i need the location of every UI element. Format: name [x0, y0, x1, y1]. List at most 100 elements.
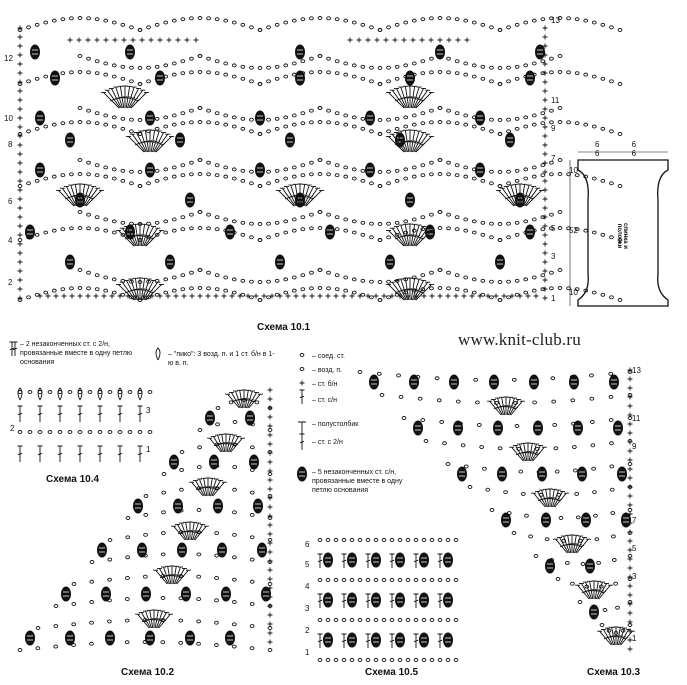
chain-stitch-symbol — [497, 446, 503, 451]
cluster-stitch-symbol — [180, 586, 192, 602]
chain-stitch-symbol — [206, 108, 211, 113]
dc-stitch-symbol — [413, 131, 427, 153]
cluster-stitch-symbol — [544, 558, 556, 574]
chain-stitch-symbol — [35, 646, 41, 651]
chain-stitch-symbol — [300, 173, 306, 178]
sc-stitch-symbol — [401, 37, 407, 43]
chain-stitch-symbol — [437, 158, 443, 162]
chain-stitch-symbol — [214, 620, 219, 625]
chain-stitch-symbol — [552, 422, 558, 427]
chain-stitch-symbol — [317, 658, 323, 662]
chain-stitch-symbol — [240, 278, 246, 283]
chain-stitch-symbol — [343, 113, 349, 118]
chain-stitch-symbol — [557, 158, 563, 162]
chain-stitch-symbol — [129, 117, 134, 122]
dc-stitch-symbol — [551, 489, 562, 508]
dc-stitch-symbol — [509, 398, 522, 416]
chain-stitch-symbol — [249, 601, 255, 606]
dc-stitch-symbol — [594, 580, 601, 600]
row-number: 2 — [305, 626, 310, 635]
chain-stitch-symbol — [360, 116, 366, 121]
sc-stitch-symbol — [542, 241, 548, 247]
dc-stitch-symbol — [143, 279, 157, 301]
chain-stitch-symbol — [17, 430, 23, 434]
chain-stitch-symbol — [231, 124, 237, 129]
sc-stitch-symbol — [445, 293, 451, 299]
chain-stitch-symbol — [365, 658, 371, 662]
chain-stitch-symbol — [429, 212, 434, 217]
chain-stitch-symbol — [325, 658, 331, 662]
chain-stitch-symbol — [127, 390, 133, 394]
chain-stitch-symbol — [615, 605, 620, 610]
chain-stitch-symbol — [411, 61, 417, 66]
chain-stitch-symbol — [514, 292, 520, 297]
dc-stitch-symbol — [176, 569, 191, 585]
chain-stitch-symbol — [333, 538, 339, 542]
chain-stitch-symbol — [413, 658, 419, 662]
chain-stitch-symbol — [497, 222, 503, 226]
chain-stitch-symbol — [283, 277, 289, 282]
cluster-stitch-symbol — [322, 592, 334, 608]
chain-stitch-symbol — [590, 443, 596, 448]
sc-stitch-symbol — [197, 293, 203, 299]
chain-stitch-symbol — [566, 16, 571, 21]
cluster-stitch-symbol — [364, 110, 376, 126]
chain-stitch-symbol — [489, 25, 494, 30]
cluster-stitch-symbol — [346, 552, 358, 568]
cluster-stitch-symbol — [64, 630, 76, 646]
chain-stitch-symbol — [544, 537, 550, 542]
site-url[interactable]: www.knit-club.ru — [458, 330, 581, 349]
chain-stitch-symbol — [107, 577, 112, 582]
chain-stitch-symbol — [480, 232, 486, 237]
cluster-stitch-symbol — [608, 374, 620, 390]
sc-stitch-symbol — [627, 628, 633, 634]
chain-stitch-symbol — [454, 163, 460, 168]
cluster-stitch-symbol — [370, 552, 382, 568]
chain-stitch-symbol — [341, 618, 347, 622]
chain-stitch-symbol — [240, 178, 246, 183]
chain-stitch-symbol — [103, 165, 109, 170]
chain-stitch-symbol — [249, 25, 254, 30]
chain-stitch-symbol — [454, 59, 460, 64]
chain-stitch-symbol — [180, 71, 186, 76]
chain-stitch-symbol — [178, 640, 184, 645]
dc-stitch-symbol — [157, 611, 170, 629]
sc-stitch-symbol — [437, 293, 443, 299]
chain-stitch-symbol — [249, 624, 255, 629]
chain-stitch-symbol — [549, 270, 554, 275]
cluster-stitch-symbol — [60, 586, 72, 602]
chain-stitch-symbol — [86, 70, 91, 75]
dc-stitch-symbol — [521, 442, 528, 462]
chain-stitch-symbol — [454, 215, 460, 220]
chain-stitch-symbol — [178, 618, 184, 623]
dc-stitch-symbol — [411, 86, 422, 109]
dc-stitch-symbol — [183, 521, 190, 541]
sc-stitch-symbol — [627, 412, 633, 418]
chain-stitch-symbol — [189, 212, 194, 217]
chain-stitch-symbol — [60, 71, 66, 76]
chain-stitch-symbol — [454, 121, 460, 126]
chain-stitch-symbol — [309, 108, 314, 113]
cluster-stitch-symbol — [477, 167, 483, 173]
sc-stitch-symbol — [542, 97, 548, 103]
cluster-stitch-symbol — [534, 44, 546, 60]
sc-stitch-symbol — [133, 293, 139, 299]
dc-stitch-symbol — [55, 189, 75, 207]
dc-stitch-symbol — [609, 626, 616, 646]
dc-stitch-symbol — [554, 492, 569, 508]
cluster-stitch-symbol — [407, 75, 413, 81]
chain-stitch-symbol — [437, 658, 443, 662]
chain-stitch-symbol — [317, 286, 323, 290]
chain-stitch-symbol — [232, 510, 237, 515]
sc-stitch-symbol — [17, 295, 23, 301]
dc-stitch-symbol — [613, 626, 619, 645]
chain-stitch-symbol — [326, 56, 331, 61]
sc-stitch-symbol — [121, 37, 127, 43]
sc-stitch-symbol — [542, 178, 548, 184]
chain-stitch-symbol — [489, 117, 494, 122]
chain-stitch-symbol — [531, 122, 537, 127]
cluster-stitch-symbol — [418, 552, 430, 568]
cluster-stitch-symbol — [532, 420, 544, 436]
row-number: 3 — [632, 572, 637, 581]
chain-stitch-symbol — [240, 64, 246, 69]
